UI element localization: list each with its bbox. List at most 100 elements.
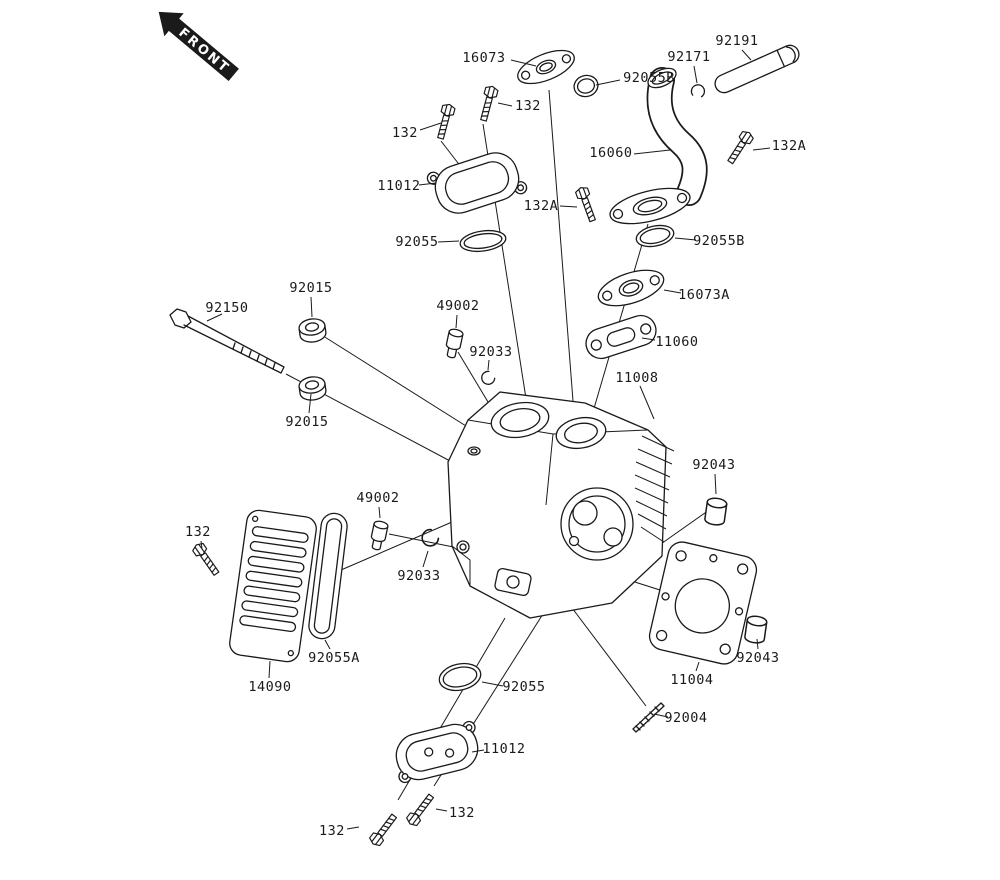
part-label-92055a-24: 92055A [308, 650, 360, 666]
part-92033-clip-lower [418, 526, 441, 551]
part-92055b-oring-top [573, 74, 599, 98]
part-132-bolt-top-right [476, 84, 500, 123]
part-132-bolt-left [190, 540, 223, 578]
part-label-92171-2: 92171 [667, 49, 710, 65]
part-label-92043-27: 92043 [736, 650, 779, 666]
part-label-16060-7: 16060 [589, 145, 632, 161]
part-92191-tube [714, 44, 800, 94]
leader-line-92150-15 [206, 313, 223, 322]
leader-line-11008-18 [639, 385, 655, 420]
part-label-92015-19: 92015 [285, 414, 328, 430]
part-label-16073-0: 16073 [462, 50, 505, 66]
leader-line-92055b-11 [674, 237, 697, 241]
leader-line-92004-28 [653, 713, 669, 718]
part-label-16073a-12: 16073A [678, 287, 730, 303]
part-92171-clip [690, 83, 707, 98]
leader-line-92055-29 [481, 681, 504, 687]
leader-line-132-4 [497, 102, 513, 107]
part-92015-nut-upper [297, 316, 328, 345]
leader-line-11012-30 [471, 749, 485, 753]
leader-line-49002-21 [378, 506, 381, 519]
part-label-92033-16: 92033 [469, 344, 512, 360]
part-92015-nut-lower [297, 374, 328, 403]
leader-line-11004-26 [695, 661, 700, 672]
part-132-bolt-bottom-right [404, 791, 437, 829]
leader-line-92043-27 [756, 638, 759, 650]
part-132a-bolt-right [724, 128, 756, 167]
leader-line-16073-0 [510, 59, 537, 67]
part-92033-clip-upper [478, 369, 497, 388]
part-92004-stud [632, 702, 665, 733]
part-label-49002-21: 49002 [356, 490, 399, 506]
leader-line-92043-20 [714, 473, 717, 495]
front-direction-arrow: FRONT [158, 11, 239, 81]
head-combustion-chamber [560, 487, 634, 561]
part-49002-guide-upper [443, 327, 465, 360]
part-label-92055b-1: 92055B [623, 70, 675, 86]
part-11060-gasket [585, 314, 657, 360]
part-label-92055-10: 92055 [395, 234, 438, 250]
part-132-bolt-top-left [433, 102, 457, 141]
leader-line-92015-19 [308, 393, 312, 414]
part-label-92033-23: 92033 [397, 568, 440, 584]
leader-line-11060-17 [641, 337, 656, 341]
part-label-11060-17: 11060 [655, 334, 698, 350]
part-label-92043-20: 92043 [692, 457, 735, 473]
part-label-49002-14: 49002 [436, 298, 479, 314]
leader-line-92033-16 [487, 359, 490, 371]
leader-line-92171-2 [693, 65, 698, 84]
part-label-14090-25: 14090 [248, 679, 291, 695]
part-11012-cover-bottom [395, 720, 479, 784]
leader-line-92191-3 [741, 49, 752, 61]
leader-line-132a-6 [752, 147, 771, 151]
pipe-flange [609, 187, 691, 225]
pipe-inner [648, 68, 706, 205]
part-132-bolt-bottom-left [367, 811, 400, 849]
part-label-92015-13: 92015 [289, 280, 332, 296]
leader-line-132-32 [346, 826, 360, 830]
leader-line-92055b-1 [595, 79, 621, 86]
part-11012-cover-top [426, 152, 528, 214]
part-label-132-5: 132 [392, 125, 418, 141]
leader-line-92055-10 [437, 240, 460, 243]
leader-line-92055a-24 [324, 639, 331, 650]
leader-line-14090-25 [268, 660, 271, 679]
front-arrow-label: FRONT [175, 25, 232, 76]
part-16060-intake-pipe [609, 67, 708, 225]
leader-line-132-5 [419, 122, 442, 131]
part-92043-dowel-lower [743, 614, 769, 645]
head-cooling-fins [634, 435, 675, 543]
head-tappet-window [494, 567, 532, 597]
part-92055-oring-upper [459, 229, 507, 253]
head-stud-holes [456, 446, 481, 554]
head-intake-port [490, 401, 550, 439]
part-label-132-32: 132 [319, 823, 345, 839]
part-49002-guide-lower [368, 519, 390, 552]
leader-line-92033-23 [422, 550, 429, 568]
part-label-132-31: 132 [449, 805, 475, 821]
leader-line-132a-9 [559, 205, 578, 208]
part-label-92004-28: 92004 [664, 710, 707, 726]
part-label-92150-15: 92150 [205, 300, 248, 316]
part-label-92055-29: 92055 [502, 679, 545, 695]
head-outline [447, 391, 667, 619]
part-92055b-oring-2 [635, 224, 675, 248]
leader-line-11012-8 [418, 182, 437, 186]
part-92150-stud [169, 308, 285, 374]
leader-lines-layer [200, 49, 771, 830]
part-label-92191-3: 92191 [715, 33, 758, 49]
part-label-11012-30: 11012 [482, 741, 525, 757]
part-14090-cover [229, 509, 317, 663]
head-exhaust-port [555, 416, 607, 450]
leader-line-92015-13 [310, 296, 313, 318]
part-132a-bolt-middle [574, 184, 600, 224]
part-label-11008-18: 11008 [615, 370, 658, 386]
part-label-132-4: 132 [515, 98, 541, 114]
part-labels-layer: 16073 92055B 92171 92191 132 132 132A 16060 1101… [185, 33, 806, 839]
leader-line-132-22 [200, 540, 203, 550]
part-label-132a-9: 132A [524, 198, 559, 214]
part-16073a-flange [597, 269, 665, 307]
leader-line-132-31 [435, 808, 448, 812]
